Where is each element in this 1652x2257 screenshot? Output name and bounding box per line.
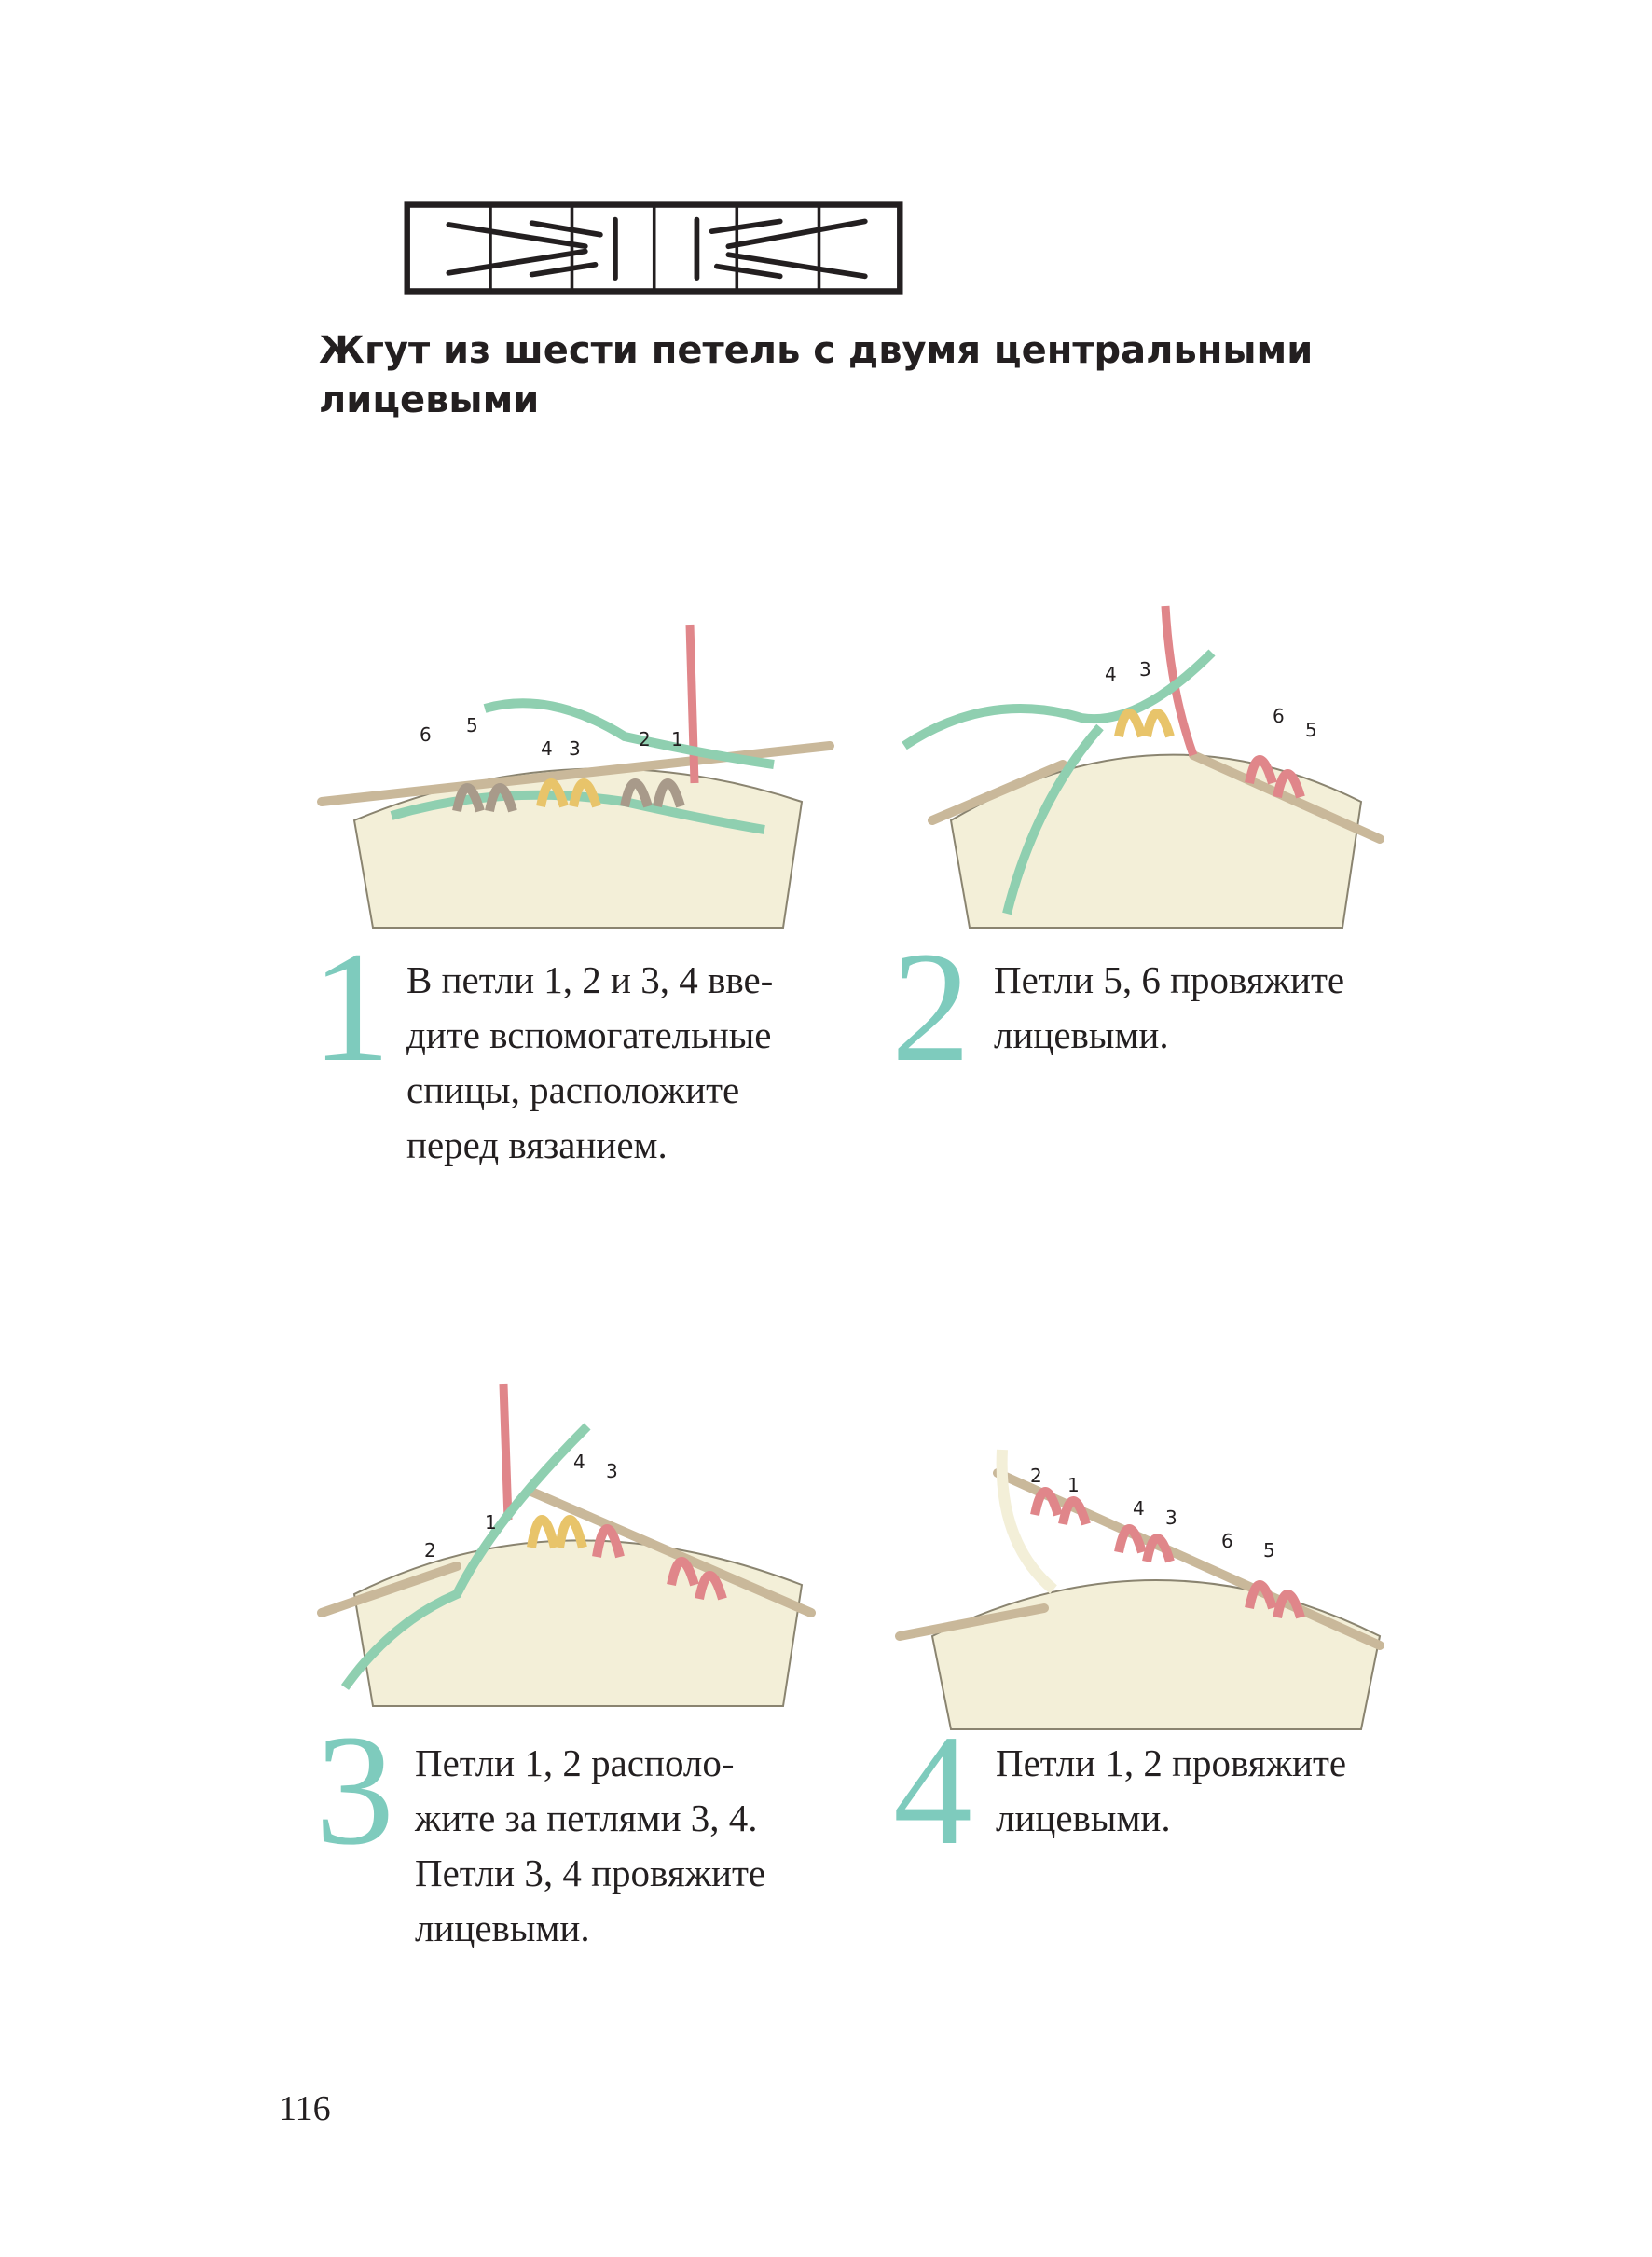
loop-label: 3 [1165,1507,1177,1529]
page-number: 116 [279,2089,331,2128]
loop-label: 1 [1067,1474,1080,1496]
loop-label: 1 [485,1511,497,1534]
loop-label: 3 [606,1460,618,1482]
loop-label: 3 [1139,658,1151,681]
loop-label: 2 [424,1539,436,1562]
cable-chart-symbol [404,201,903,295]
loop-label: 4 [1133,1497,1145,1520]
loop-label: 5 [1263,1539,1275,1562]
loop-label: 4 [541,737,553,760]
loop-label: 1 [671,728,683,750]
step-2-illustration: 4 3 6 5 [902,605,1384,929]
step-1-illustration: 6 5 4 3 2 1 [317,624,834,929]
loop-label: 6 [420,723,432,746]
loop-label: 4 [573,1451,585,1473]
loop-label: 2 [639,728,651,750]
loop-label: 2 [1030,1465,1042,1487]
loop-label: 6 [1221,1530,1233,1552]
step-text-4: Петли 1, 2 провяжите лицевыми. [996,1741,1347,1839]
step-4-illustration: 2 1 4 3 6 5 [895,1449,1384,1730]
step-number-1: 1 [311,919,391,1094]
loop-label: 5 [466,714,478,736]
loop-label: 6 [1273,705,1285,727]
loop-label: 4 [1105,663,1117,685]
step-number-2: 2 [891,919,971,1094]
step-text-3: Петли 1, 2 располо- жите за петлями 3, 4… [415,1741,766,1949]
loop-label: 5 [1305,719,1317,741]
page-title: Жгут из шести петель с двумя центральным… [319,329,1314,421]
step-text-1: В петли 1, 2 и 3, 4 вве- дите вспомогате… [406,958,774,1166]
loop-label: 3 [569,737,581,760]
step-number-3: 3 [315,1702,394,1878]
step-text-2: Петли 5, 6 провяжите лицевыми. [994,958,1345,1056]
step-number-4: 4 [893,1702,972,1878]
step-3-illustration: 4 3 2 1 [317,1383,816,1707]
